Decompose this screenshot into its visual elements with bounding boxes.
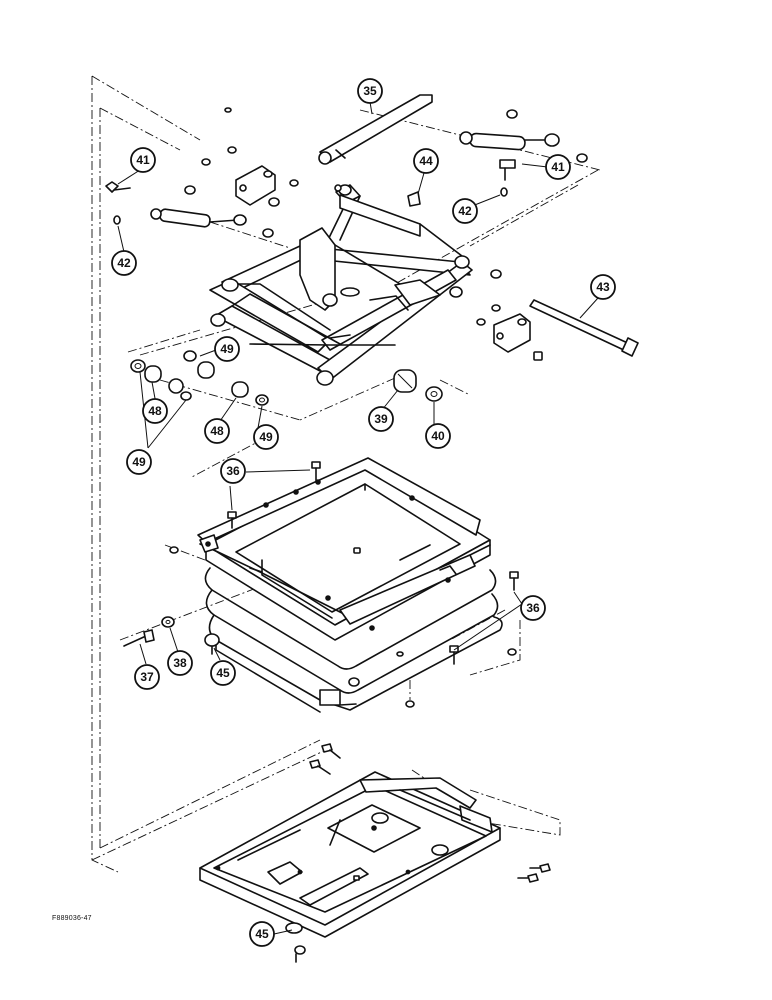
callout-circle bbox=[590, 274, 616, 300]
callout-label: 36 bbox=[526, 601, 540, 615]
callout-40: 40 bbox=[425, 423, 451, 449]
bushings-row bbox=[130, 350, 269, 406]
callout-41: 41 bbox=[130, 147, 156, 173]
bracket-left bbox=[235, 165, 276, 206]
callout-label: 49 bbox=[220, 342, 234, 356]
callout-label: 36 bbox=[226, 464, 240, 478]
hardware-small bbox=[105, 107, 543, 361]
base-plate bbox=[199, 771, 501, 938]
shock-absorber-right bbox=[459, 109, 588, 163]
callout-label: 38 bbox=[173, 656, 187, 670]
figure-reference-code: F889036-47 bbox=[52, 915, 92, 922]
callout-label: 43 bbox=[596, 280, 610, 294]
callout-label: 40 bbox=[431, 429, 445, 443]
callout-circle bbox=[130, 147, 156, 173]
callout-circle bbox=[134, 664, 160, 690]
callout-36: 36 bbox=[220, 458, 246, 484]
callout-48: 48 bbox=[142, 398, 168, 424]
bolts-36 bbox=[169, 461, 519, 708]
callout-circle bbox=[545, 154, 571, 180]
callout-label: 44 bbox=[419, 154, 433, 168]
callout-45: 45 bbox=[210, 660, 236, 686]
callout-circle bbox=[368, 406, 394, 432]
callout-48: 48 bbox=[204, 418, 230, 444]
callout-circle bbox=[452, 198, 478, 224]
lever-35 bbox=[318, 94, 433, 165]
callout-circle bbox=[249, 921, 275, 947]
scissor-linkage bbox=[209, 184, 473, 386]
callout-49: 49 bbox=[253, 424, 279, 450]
callout-label: 35 bbox=[363, 84, 377, 98]
callout-41: 41 bbox=[545, 154, 571, 180]
callout-label: 37 bbox=[140, 670, 154, 684]
bellows-boot bbox=[204, 461, 503, 713]
callout-circle bbox=[413, 148, 439, 174]
callout-circle bbox=[142, 398, 168, 424]
callout-35: 35 bbox=[357, 78, 383, 104]
base-screws bbox=[309, 743, 551, 883]
callout-circle bbox=[253, 424, 279, 450]
callout-circle bbox=[520, 595, 546, 621]
callout-circle bbox=[126, 449, 152, 475]
callout-circle bbox=[425, 423, 451, 449]
callout-label: 48 bbox=[148, 404, 162, 418]
bushing-39 bbox=[393, 369, 417, 393]
callout-44: 44 bbox=[413, 148, 439, 174]
pin-43 bbox=[529, 299, 639, 357]
callout-42: 42 bbox=[452, 198, 478, 224]
callout-label: 41 bbox=[551, 160, 565, 174]
callout-label: 48 bbox=[210, 424, 224, 438]
callout-label: 49 bbox=[132, 455, 146, 469]
callout-label: 45 bbox=[216, 666, 230, 680]
callout-label: 49 bbox=[259, 430, 273, 444]
callout-36: 36 bbox=[520, 595, 546, 621]
callout-circle bbox=[357, 78, 383, 104]
callouts: 35 41 41 44 42 42 43 49 48 48 49 49 39 40 36 36 37 38 45 45 bbox=[111, 78, 616, 947]
callout-39: 39 bbox=[368, 406, 394, 432]
callout-label: 42 bbox=[458, 204, 472, 218]
knob-45-lower bbox=[285, 922, 306, 963]
callout-38: 38 bbox=[167, 650, 193, 676]
callout-circle bbox=[220, 458, 246, 484]
shock-absorber-left bbox=[150, 208, 247, 228]
knob-45-upper bbox=[204, 633, 220, 655]
callout-45: 45 bbox=[249, 921, 275, 947]
callout-circle bbox=[210, 660, 236, 686]
top-mounting-frame bbox=[197, 457, 491, 631]
callout-49: 49 bbox=[126, 449, 152, 475]
callout-label: 42 bbox=[117, 256, 131, 270]
bracket-right bbox=[493, 313, 531, 353]
callout-37: 37 bbox=[134, 664, 160, 690]
washer-38 bbox=[161, 616, 175, 628]
callout-42: 42 bbox=[111, 250, 137, 276]
washer-40 bbox=[425, 386, 443, 402]
callout-circle bbox=[214, 336, 240, 362]
callout-circle bbox=[167, 650, 193, 676]
callout-circle bbox=[204, 418, 230, 444]
callout-label: 45 bbox=[255, 927, 269, 941]
rivet-37 bbox=[123, 629, 155, 647]
callout-49: 49 bbox=[214, 336, 240, 362]
callout-label: 39 bbox=[374, 412, 388, 426]
callout-43: 43 bbox=[590, 274, 616, 300]
callout-circle bbox=[111, 250, 137, 276]
callout-label: 41 bbox=[136, 153, 150, 167]
